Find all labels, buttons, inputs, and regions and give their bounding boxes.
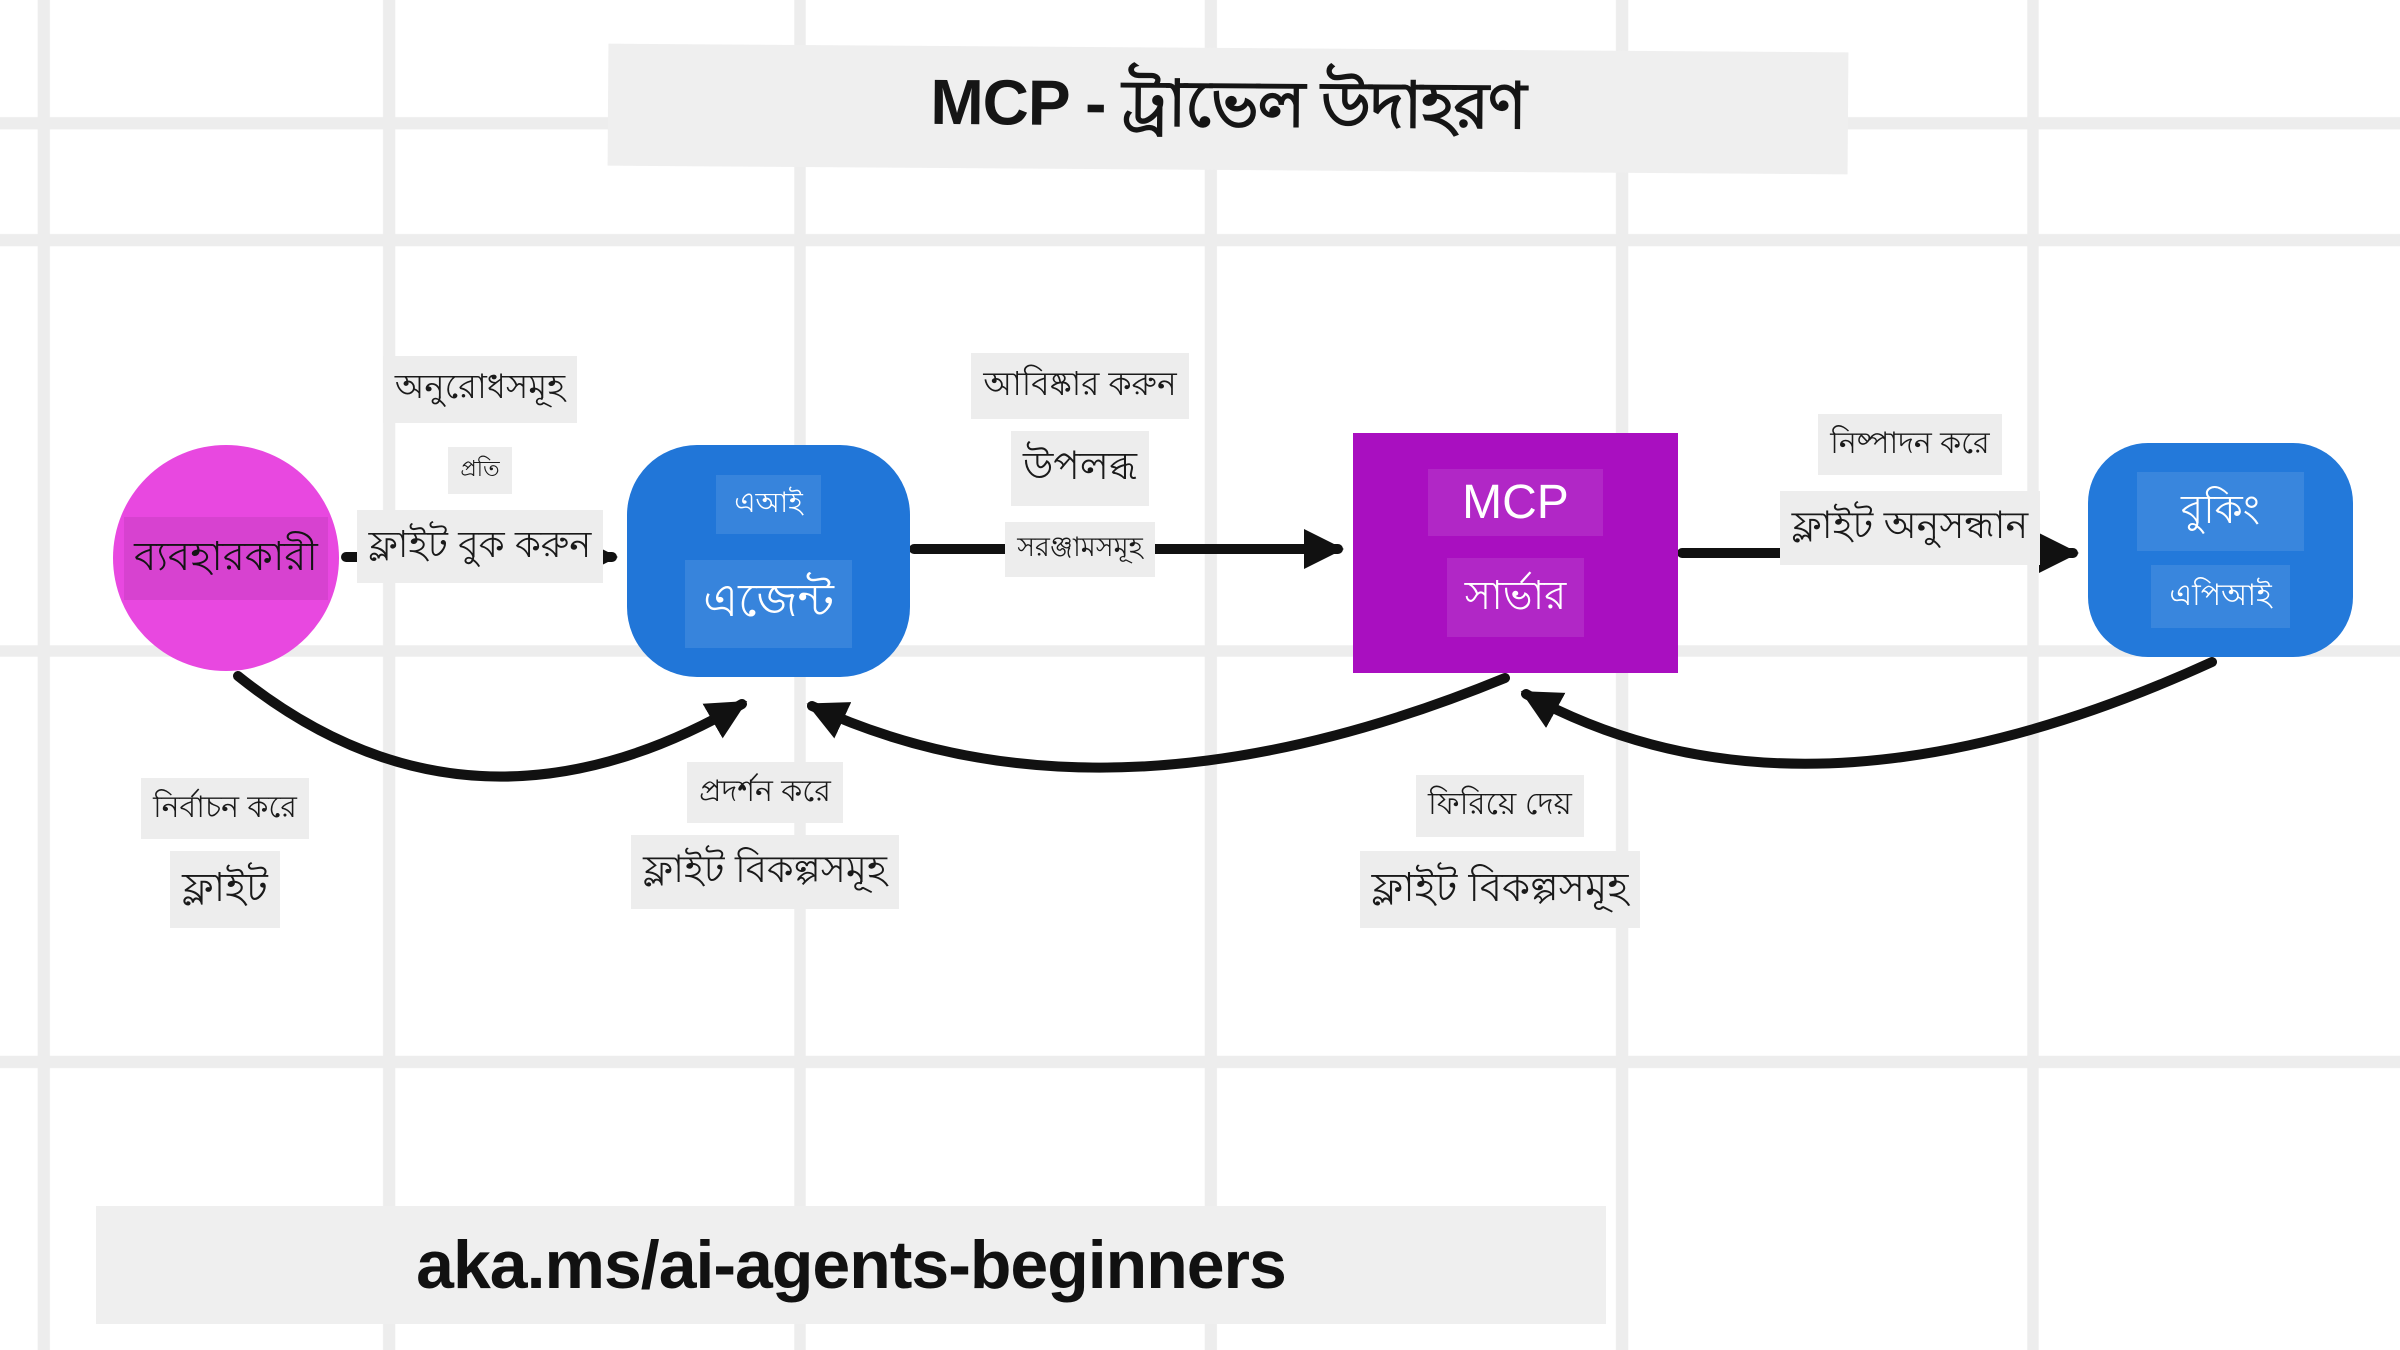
footer-link: aka.ms/ai-agents-beginners bbox=[96, 1206, 1606, 1324]
edge-label-line: ফ্লাইট bbox=[170, 851, 280, 928]
edge-label-line: সরঞ্জামসমূহ bbox=[1005, 522, 1155, 577]
edge-label-line: নিষ্পাদন করে bbox=[1818, 414, 2002, 475]
edge-label-user-to-agent: অনুরোধসমূহ প্রতি ফ্লাইট বুক করুন bbox=[350, 356, 610, 583]
node-booking-api-line1: বুকিং bbox=[2137, 472, 2304, 551]
edge-label-line: ফ্লাইট বুক করুন bbox=[356, 510, 604, 583]
node-booking-api-line2: এপিআই bbox=[2151, 565, 2290, 628]
edge-label-line: ফ্লাইট বিকল্পসমূহ bbox=[631, 835, 899, 909]
node-mcp-server-line1: MCP bbox=[1428, 469, 1603, 536]
node-user-label: ব্যবহারকারী bbox=[124, 516, 328, 600]
edge-label-line: প্রদর্শন করে bbox=[687, 762, 843, 823]
node-ai-agent-line2: এজেন্ট bbox=[685, 559, 852, 648]
edge-label-return-options: ফিরিয়ে দেয় ফ্লাইট বিকল্পসমূহ bbox=[1320, 775, 1680, 928]
edge-label-select-flight: নির্বাচন করে ফ্লাইট bbox=[120, 778, 330, 928]
node-user: ব্যবহারকারী bbox=[113, 445, 339, 671]
arrow-mcp-return-curve bbox=[806, 673, 1510, 773]
diagram-title: MCP - ট্রাভেল উদাহরণ bbox=[607, 43, 1849, 175]
edge-label-line: ফিরিয়ে দেয় bbox=[1416, 775, 1584, 837]
edge-label-line: ফ্লাইট বিকল্পসমূহ bbox=[1359, 851, 1641, 928]
edge-label-line: অনুরোধসমূহ bbox=[382, 356, 578, 423]
node-mcp-server-line2: সার্ভার bbox=[1446, 558, 1585, 637]
edge-label-line: ফ্লাইট অনুসন্ধান bbox=[1779, 491, 2041, 565]
node-booking-api: বুকিং এপিআই bbox=[2088, 443, 2353, 657]
edge-label-agent-to-mcp: আবিষ্কার করুন উপলব্ধ সরঞ্জামসমূহ bbox=[945, 353, 1215, 577]
edge-label-line: আবিষ্কার করুন bbox=[971, 353, 1189, 419]
edge-label-line: উপলব্ধ bbox=[1011, 431, 1149, 506]
node-mcp-server: MCP সার্ভার bbox=[1353, 433, 1678, 673]
node-ai-agent-line1: এআই bbox=[716, 474, 821, 534]
node-ai-agent: এআই এজেন্ট bbox=[627, 445, 910, 677]
arrow-booking-return-curve bbox=[1520, 657, 2217, 769]
edge-label-line: প্রতি bbox=[448, 447, 512, 494]
edge-label-show-options: প্রদর্শন করে ফ্লাইট বিকল্পসমূহ bbox=[595, 762, 935, 909]
edge-label-line: নির্বাচন করে bbox=[141, 778, 309, 839]
edge-label-mcp-to-booking: নিষ্পাদন করে ফ্লাইট অনুসন্ধান bbox=[1750, 414, 2070, 565]
